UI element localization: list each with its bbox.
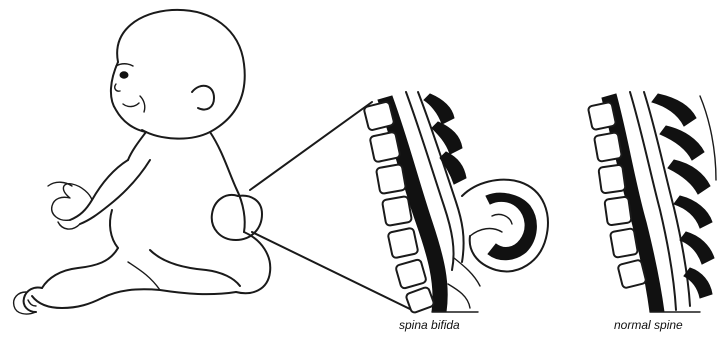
- baby-hands: [52, 184, 92, 221]
- normal-spine-section: [588, 92, 716, 312]
- baby-back: [210, 132, 245, 232]
- baby-figure: [14, 10, 271, 314]
- spina-bifida-caption: spina bifida: [399, 318, 460, 332]
- baby-leg: [42, 248, 118, 288]
- normal-spine-caption: normal spine: [614, 318, 683, 332]
- spina-bifida-section: [363, 92, 547, 314]
- baby-ear: [192, 86, 214, 110]
- baby-head: [117, 10, 245, 139]
- baby-eye: [120, 72, 128, 78]
- baby-arm: [70, 160, 128, 220]
- spinous-processes: [652, 94, 714, 298]
